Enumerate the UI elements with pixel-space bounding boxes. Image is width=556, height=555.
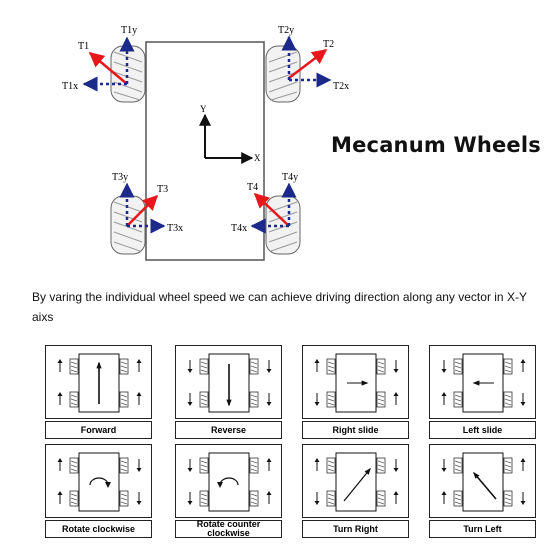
t1-label: T1	[78, 41, 89, 52]
mini-wheel	[453, 490, 463, 507]
mini-wheel	[249, 391, 259, 408]
mini-wheel	[376, 490, 386, 507]
mini-wheel	[119, 391, 129, 408]
mode-label: Reverse	[175, 421, 282, 439]
mini-wheel	[69, 391, 79, 408]
mode-label: Turn Right	[302, 520, 409, 538]
mode-panel-arrow-left	[429, 345, 536, 419]
t3-label: T3	[157, 184, 168, 195]
t3x-label: T3x	[167, 223, 183, 234]
t1x-label: T1x	[62, 81, 78, 92]
mode-label: Rotate clockwise	[45, 520, 152, 538]
mini-wheel	[69, 457, 79, 474]
mini-wheel	[376, 457, 386, 474]
mode-label: Rotate counter clockwise	[175, 520, 282, 538]
t2y-label: T2y	[278, 25, 294, 36]
mode-panel-rotate-cw	[45, 444, 152, 518]
mini-chassis	[335, 452, 377, 512]
mini-wheel	[199, 358, 209, 375]
t4x-label: T4x	[231, 223, 247, 234]
mini-wheel	[326, 457, 336, 474]
mode-panel-arrow-up-right	[302, 444, 409, 518]
mode-label: Left slide	[429, 421, 536, 439]
mini-wheel	[503, 391, 513, 408]
mini-wheel	[376, 358, 386, 375]
t3y-label: T3y	[112, 172, 128, 183]
mini-wheel	[199, 391, 209, 408]
mode-panel-arrow-up	[45, 345, 152, 419]
mini-wheel	[503, 358, 513, 375]
mode-panel-arrow-down	[175, 345, 282, 419]
mini-wheel	[376, 391, 386, 408]
mini-wheel	[119, 490, 129, 507]
mode-label: Forward	[45, 421, 152, 439]
mini-wheel	[453, 358, 463, 375]
t4y-label: T4y	[282, 172, 298, 183]
t2-label: T2	[323, 39, 334, 50]
mini-wheel	[503, 457, 513, 474]
mode-panel-arrow-right	[302, 345, 409, 419]
mode-panel-rotate-ccw	[175, 444, 282, 518]
mini-wheel	[199, 490, 209, 507]
mode-label: Right slide	[302, 421, 409, 439]
mini-wheel	[69, 490, 79, 507]
t3-force-arrow	[126, 194, 159, 227]
x-axis-label: X	[254, 153, 261, 163]
t2x-label: T2x	[333, 81, 349, 92]
mini-wheel	[326, 358, 336, 375]
mini-wheel	[199, 457, 209, 474]
mecanum-force-diagram: Y X T1 T1y T1x T2 T2y T2x T3 T3y T3x T4 …	[62, 25, 349, 261]
mini-wheel	[503, 490, 513, 507]
mini-chassis	[462, 452, 504, 512]
mini-wheel	[326, 391, 336, 408]
t1-force-arrow	[88, 52, 128, 85]
wheel-front-right	[265, 45, 301, 103]
page-title: Mecanum Wheels	[331, 133, 541, 157]
t4-force-arrow	[253, 192, 290, 227]
mini-wheel	[119, 457, 129, 474]
description-text: By varing the individual wheel speed we …	[32, 290, 527, 324]
turn-right-arrow-icon	[343, 468, 371, 502]
y-axis-label: Y	[200, 104, 207, 114]
mini-wheel	[249, 457, 259, 474]
t2-force-arrow	[288, 49, 328, 79]
mini-chassis	[208, 452, 250, 512]
mode-panel-arrow-up-left	[429, 444, 536, 518]
mini-wheel	[453, 391, 463, 408]
mini-wheel	[249, 490, 259, 507]
mode-label: Turn Left	[429, 520, 536, 538]
turn-left-arrow-icon	[473, 472, 497, 500]
mini-wheel	[119, 358, 129, 375]
mini-wheel	[249, 358, 259, 375]
t1y-label: T1y	[121, 25, 137, 36]
t4-label: T4	[247, 182, 258, 193]
mini-wheel	[69, 358, 79, 375]
mini-wheel	[453, 457, 463, 474]
mini-chassis	[78, 452, 120, 512]
mini-wheel	[326, 490, 336, 507]
